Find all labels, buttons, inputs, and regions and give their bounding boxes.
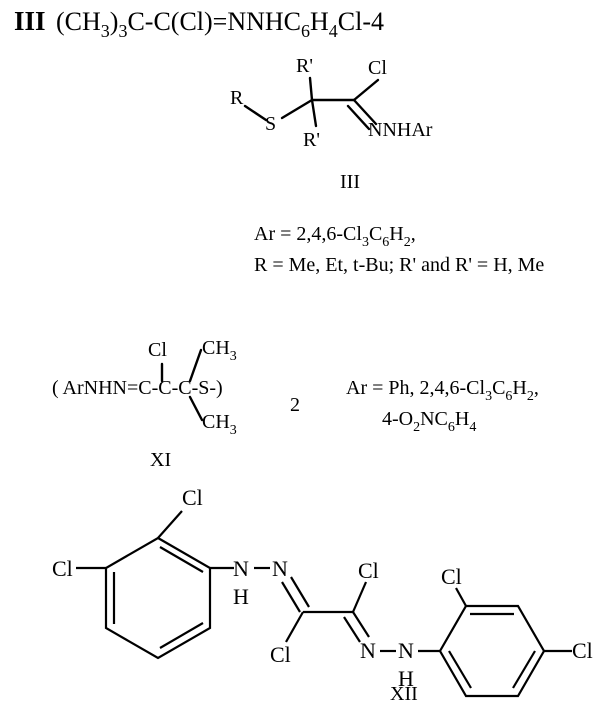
ar-definition-xi-line2: 4-O2NC6H4: [382, 408, 476, 435]
label-n-right: N: [360, 638, 376, 663]
label-ch3-top: CH3: [202, 337, 237, 364]
ar-definition-xi-line1: Ar = Ph, 2,4,6-Cl3C6H2,: [346, 377, 539, 404]
bond-s-c: [280, 98, 314, 120]
bond-c-n-double-a: [352, 98, 378, 126]
label-n-h-left: N: [233, 556, 249, 581]
label-cl-mid-bottom: Cl: [270, 642, 291, 667]
ring-right-double-3: [448, 650, 472, 689]
label-n-left: N: [272, 556, 288, 581]
bond-n-c-left-b: [290, 576, 310, 608]
label-r-prime-bottom: R': [303, 129, 320, 151]
structure-xi: Cl CH3 CH3 ( ArNHN=C-C-C-S-) 2 Ar = Ph, …: [52, 337, 539, 471]
heading: III (CH3)3C-C(Cl)=NNHC6H4Cl-4: [14, 6, 384, 41]
label-cl: Cl: [368, 57, 387, 79]
heading-formula: (CH3)3C-C(Cl)=NNHC6H4Cl-4: [56, 7, 384, 41]
label-r-prime-top: R': [296, 55, 313, 77]
name-iii: III: [340, 171, 360, 193]
bond-c-ch3-bottom: [188, 395, 204, 422]
label-h-left: H: [233, 584, 249, 609]
bond-ring-left-cl: [157, 510, 183, 539]
bond-c-rp-top: [308, 76, 314, 102]
ring-left-double-2: [159, 622, 204, 649]
r-definition-iii: R = Me, Et, t-Bu; R' and R' = H, Me: [254, 254, 544, 276]
bond-c-n-right-a: [352, 611, 370, 638]
label-nnhar: NNHAr: [368, 119, 433, 141]
label-r: R: [230, 87, 244, 109]
name-xi: XI: [150, 449, 171, 471]
label-s: S: [265, 113, 276, 135]
bond-c-cl-top: [351, 581, 368, 613]
bond-ring-right-cl: [455, 587, 467, 607]
benzene-ring-left: [104, 536, 212, 660]
label-ch3-bottom: CH3: [202, 411, 237, 438]
label-cl-xi: Cl: [148, 339, 167, 361]
label-h-right: H: [398, 666, 414, 691]
benzene-ring-right: [438, 604, 546, 698]
label-cl-top-left: Cl: [182, 485, 203, 510]
bond-c-cl-bottom: [285, 611, 304, 643]
label-cl-top-right: Cl: [441, 564, 462, 589]
structure-xii: Cl Cl N H N Cl Cl N N H Cl Cl XII: [52, 485, 593, 705]
bond-c-cl: [352, 78, 380, 102]
bond-c-n-right-b: [343, 616, 361, 643]
bond-c-n-double-b: [346, 104, 371, 131]
label-cl-left: Cl: [52, 556, 73, 581]
heading-label: III: [14, 6, 46, 36]
formula-xi-main: ( ArNHN=C-C-C-S-): [52, 377, 223, 399]
bond-r-s: [243, 104, 268, 122]
formula-xi-subscript: 2: [290, 394, 300, 416]
name-xii: XII: [390, 683, 418, 705]
label-n-h-right: N: [398, 638, 414, 663]
ring-right-double-2: [512, 650, 536, 689]
ring-left-double-1: [159, 546, 204, 573]
ar-definition-iii: Ar = 2,4,6-Cl3C6H2,: [254, 223, 416, 250]
label-cl-mid-top: Cl: [358, 558, 379, 583]
label-cl-right: Cl: [572, 638, 593, 663]
bond-n-c-left-a: [281, 581, 301, 613]
structure-iii: R S R' R' Cl NNHAr III Ar = 2,4,6-Cl3C6H…: [230, 55, 544, 276]
bond-c-ch3-top: [188, 348, 203, 383]
bond-c-rp-bottom: [310, 98, 318, 128]
